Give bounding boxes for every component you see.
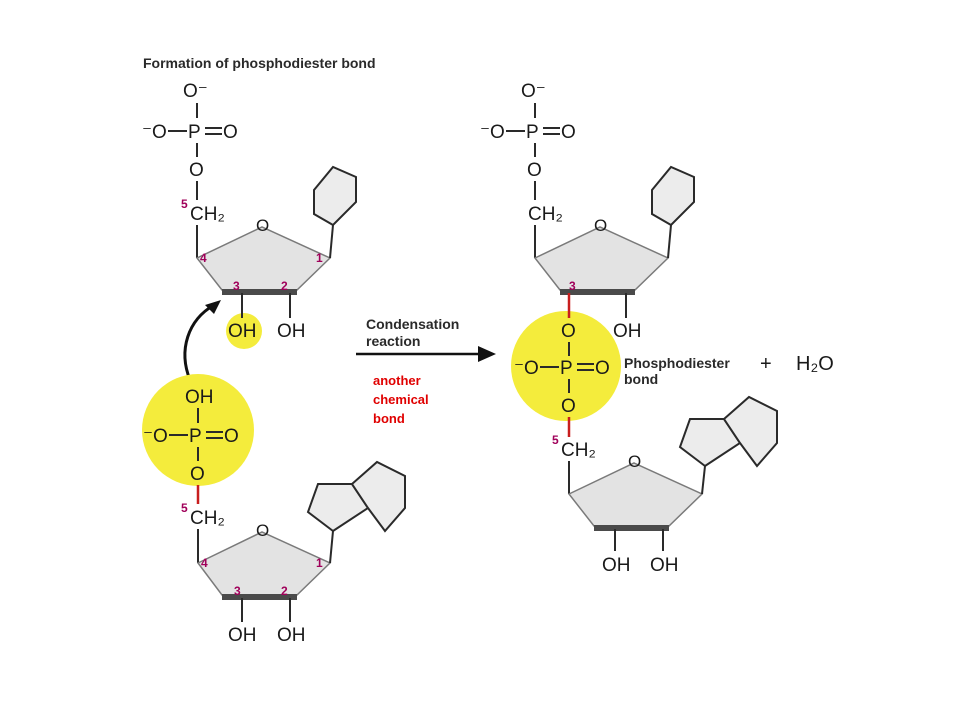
phosphate-o-minus-top: O⁻	[183, 81, 208, 102]
phosphodiester-label-line2: bond	[624, 371, 658, 387]
bond-c1-base	[329, 224, 334, 259]
carbon-3-number: 3	[233, 279, 240, 293]
phosphate2-minus-o: ⁻O	[143, 426, 168, 447]
prod-eq-o: O	[561, 122, 576, 143]
prod-ring-top-oxygen: O	[594, 216, 607, 235]
prod-bond-c1-base-2	[701, 465, 706, 495]
carbon2-3-number: 3	[234, 584, 241, 598]
prod-bridge-o-top: O	[561, 321, 576, 342]
prod-base-hexagon	[651, 165, 695, 227]
ring2-oxygen: O	[256, 521, 269, 540]
phosphate-minus-o-left: ⁻O	[142, 122, 167, 143]
annotation-line2: chemical	[373, 392, 429, 407]
prod-ring-bottom-oxygen: O	[628, 452, 641, 471]
bottom-nucleotide: OH ⁻O P O O 5 CH₂ O 4 1 3 2 OH OH	[142, 374, 406, 646]
base-hexagon-2	[350, 460, 406, 533]
prod-sugar-ring-top	[533, 226, 670, 291]
phosphate2-p: P	[189, 426, 202, 447]
prod-p2-eq-o: O	[595, 358, 610, 379]
phosphate-p: P	[188, 122, 201, 143]
phosphodiester-label-line1: Phosphodiester	[624, 355, 730, 371]
annotation-line1: another	[373, 373, 421, 388]
prod-p2: P	[560, 358, 573, 379]
reaction-arrow-head	[478, 346, 496, 362]
phosphate2-eq-o: O	[224, 426, 239, 447]
prod-bridge-o-bottom: O	[561, 396, 576, 417]
carbon2-5-number: 5	[181, 501, 188, 515]
plus-sign: +	[760, 353, 772, 375]
phosphate-eq-o: O	[223, 122, 238, 143]
prod-o-minus-top: O⁻	[521, 81, 546, 102]
phosphate2-ester-o: O	[190, 464, 205, 485]
carbon2-1-number: 1	[316, 556, 323, 570]
prod-p2-minus-o: ⁻O	[514, 358, 539, 379]
water-label: H₂O	[796, 353, 834, 375]
sugar-ring-2	[196, 531, 332, 596]
carbon2-4-number: 4	[201, 556, 208, 570]
carbon-1-number: 1	[316, 251, 323, 265]
carbon2-2-number: 2	[281, 584, 288, 598]
carbon-2-number: 2	[281, 279, 288, 293]
base-pentagon	[306, 483, 370, 533]
bond2-c1-base	[329, 530, 334, 564]
prod-carbon-3-number: 3	[569, 279, 576, 293]
prod-ch2: CH₂	[528, 204, 563, 225]
ch2-label: CH₂	[190, 204, 225, 225]
oh2-c3-label: OH	[228, 625, 257, 646]
prod-carbon-5-number: 5	[552, 433, 559, 447]
arrow-label-line2: reaction	[366, 333, 420, 349]
highlight-3-oh	[226, 313, 262, 349]
curved-arrow	[183, 303, 215, 381]
prod-ch2-2: CH₂	[561, 440, 596, 461]
highlight-phosphodiester	[511, 311, 621, 421]
phosphate-oh-label: OH	[185, 387, 214, 408]
oh-c3-label: OH	[228, 321, 257, 342]
prod-base-pentagon	[678, 418, 742, 468]
carbon-4-number: 4	[200, 251, 207, 265]
carbon-5-number: 5	[181, 197, 188, 211]
oh-c2-label: OH	[277, 321, 306, 342]
sugar-ring	[195, 226, 332, 291]
prod-ester-o: O	[527, 160, 542, 181]
phosphate-ester-o: O	[189, 160, 204, 181]
prod-base-hexagon-2	[722, 395, 778, 468]
curved-arrow-head	[205, 300, 221, 314]
top-nucleotide: O⁻ ⁻O P O O 5 CH₂ O 4 1 3 2 OH OH	[142, 81, 357, 349]
prod-oh-c2-bottom: OH	[650, 555, 679, 576]
prod-sugar-ring-bottom	[567, 462, 704, 527]
highlight-phosphate-left	[142, 374, 254, 486]
prod-bond-c1-base	[667, 224, 672, 259]
prod-oh-c3-bottom: OH	[602, 555, 631, 576]
ring-oxygen: O	[256, 216, 269, 235]
annotation-line3: bond	[373, 411, 405, 426]
arrow-label-line1: Condensation	[366, 316, 459, 332]
oh2-c2-label: OH	[277, 625, 306, 646]
product-dinucleotide: O⁻ ⁻O P O O CH₂ O 3 OH O ⁻O P O O 5	[480, 81, 834, 576]
prod-minus-o: ⁻O	[480, 122, 505, 143]
prod-p: P	[526, 122, 539, 143]
base-hexagon	[313, 165, 357, 227]
ch2-label-2: CH₂	[190, 508, 225, 529]
diagram-title: Formation of phosphodiester bond	[143, 55, 376, 71]
prod-oh-c2: OH	[613, 321, 642, 342]
